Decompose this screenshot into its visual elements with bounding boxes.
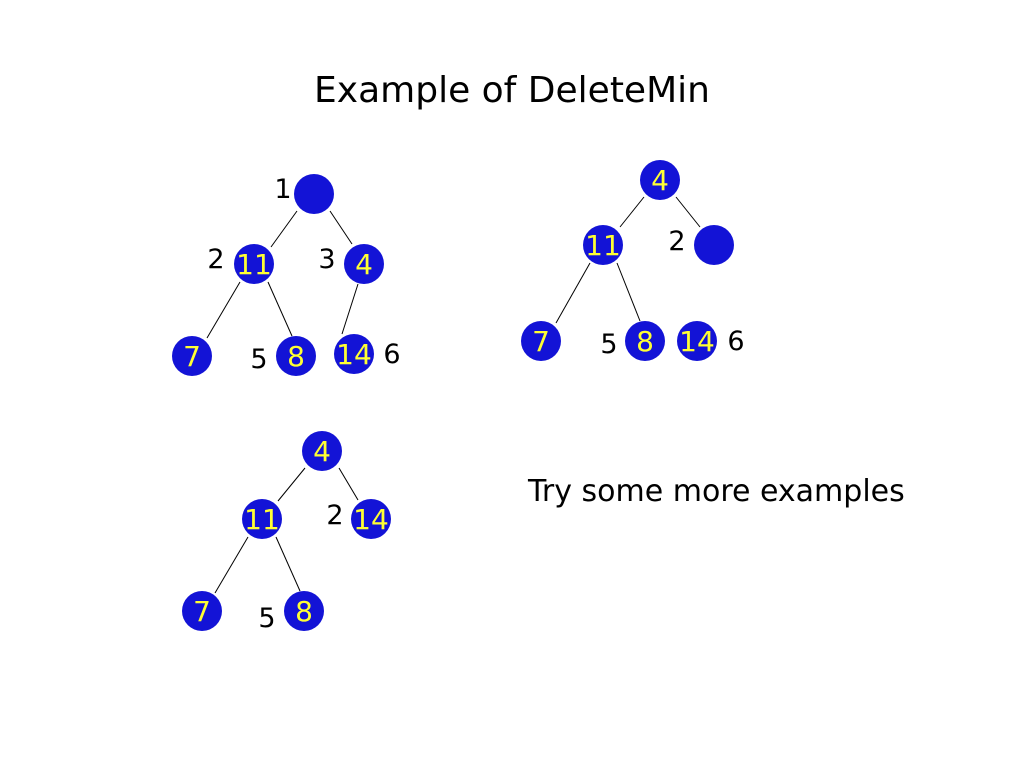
node-value: 4 (313, 435, 331, 468)
heap-node: 4 (302, 431, 342, 471)
note-text: Try some more examples (528, 474, 905, 509)
tree-edge (214, 536, 249, 594)
heap-node (694, 225, 734, 265)
node-value: 8 (287, 340, 305, 373)
tree-edge (616, 262, 641, 322)
node-value: 8 (636, 325, 654, 358)
heap-node (294, 174, 334, 214)
tree-edge (675, 196, 701, 228)
heap-node: 14 (334, 334, 374, 374)
tree-edge (206, 281, 241, 339)
node-index-label: 5 (600, 329, 617, 360)
tree-step: 4 11 2 7 85 14 6 (521, 160, 745, 361)
tree-edge (341, 283, 359, 335)
node-value: 4 (651, 164, 669, 197)
node-index-label: 3 (318, 244, 335, 275)
heap-node: 14 (677, 321, 717, 361)
node-circle (172, 336, 212, 376)
node-value: 14 (679, 325, 715, 358)
node-circle (302, 431, 342, 471)
heap-node: 11 (583, 225, 623, 265)
heap-node: 4 (344, 244, 384, 284)
node-circle (182, 591, 222, 631)
node-circle (521, 321, 561, 361)
heap-node: 11 (234, 244, 274, 284)
tree-edge (267, 281, 293, 337)
tree-edge (619, 196, 645, 228)
node-value: 14 (353, 503, 389, 536)
node-index-label: 1 (274, 174, 291, 205)
node-index-label: 2 (207, 244, 224, 275)
node-value: 7 (193, 595, 211, 628)
heap-node: 8 (625, 321, 665, 361)
node-index-label: 6 (727, 326, 744, 357)
node-circle (583, 225, 623, 265)
heap-node: 8 (276, 336, 316, 376)
node-value: 11 (585, 229, 621, 262)
tree-edge (277, 467, 306, 502)
node-circle (677, 321, 717, 361)
slide-title: Example of DeleteMin (314, 70, 710, 111)
node-circle (351, 499, 391, 539)
node-value: 11 (244, 503, 280, 536)
node-circle (694, 225, 734, 265)
node-value: 14 (336, 338, 372, 371)
node-circle (284, 591, 324, 631)
node-index-label: 2 (326, 500, 343, 531)
heap-node: 7 (182, 591, 222, 631)
node-circle (334, 334, 374, 374)
heap-node: 7 (172, 336, 212, 376)
node-circle (640, 160, 680, 200)
node-index-label: 5 (250, 344, 267, 375)
tree-edge (270, 210, 298, 248)
heap-node: 8 (284, 591, 324, 631)
tree-edge (275, 536, 301, 592)
node-index-label: 5 (258, 603, 275, 634)
node-index-label: 6 (383, 339, 400, 370)
node-value: 7 (183, 340, 201, 373)
node-circle (294, 174, 334, 214)
tree-edge (329, 210, 353, 245)
heap-node: 7 (521, 321, 561, 361)
heap-node: 4 (640, 160, 680, 200)
tree-edge (555, 262, 591, 324)
node-value: 7 (532, 325, 550, 358)
node-circle (344, 244, 384, 284)
heap-node: 11 (242, 499, 282, 539)
tree-after: 4 11 2 14 7 85 (182, 431, 391, 634)
node-circle (625, 321, 665, 361)
node-index-label: 2 (668, 226, 685, 257)
node-circle (242, 499, 282, 539)
tree-edge (338, 467, 359, 501)
node-value: 11 (236, 248, 272, 281)
node-circle (234, 244, 274, 284)
heap-node: 14 (351, 499, 391, 539)
node-value: 8 (295, 595, 313, 628)
node-circle (276, 336, 316, 376)
node-value: 4 (355, 248, 373, 281)
